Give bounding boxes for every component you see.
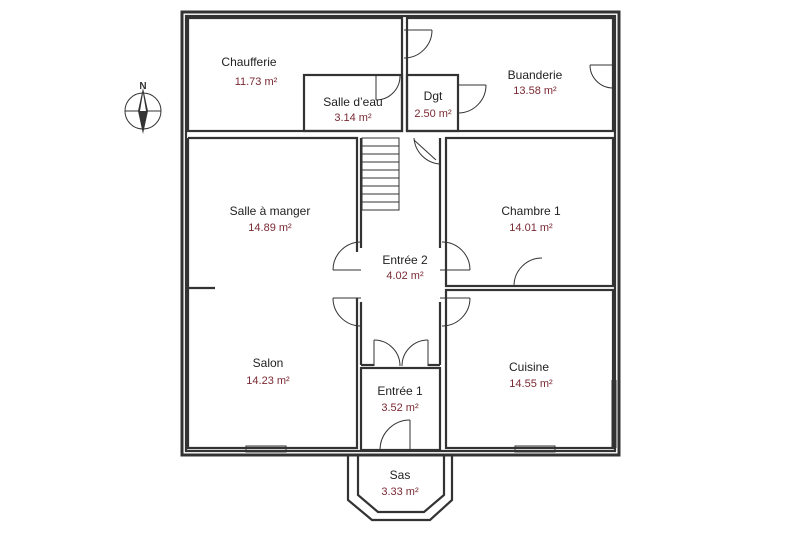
entree1-label: Entrée 1 xyxy=(377,384,423,398)
salon-area: 14.23 m² xyxy=(246,375,290,387)
buanderie-area: 13.58 m² xyxy=(513,85,557,97)
salle-manger-room xyxy=(186,136,359,450)
chambre1-area: 14.01 m² xyxy=(509,222,553,234)
sas-room xyxy=(346,455,454,522)
buanderie-label: Buanderie xyxy=(508,68,563,82)
windows xyxy=(245,380,617,453)
entree2-corridor xyxy=(359,138,442,367)
entree2-area: 4.02 m² xyxy=(386,270,424,282)
chaufferie-label: Chaufferie xyxy=(221,55,276,69)
entree2-label: Entrée 2 xyxy=(382,253,428,267)
room-labels: Chaufferie 11.73 m² Salle d’eau 3.14 m² … xyxy=(221,55,562,498)
sas-label: Sas xyxy=(390,468,411,482)
entree1-area: 3.52 m² xyxy=(381,402,419,414)
salle-eau-area: 3.14 m² xyxy=(334,112,372,124)
stairs xyxy=(361,137,400,211)
compass-icon: N xyxy=(124,81,162,134)
salle-manger-area: 14.89 m² xyxy=(248,222,292,234)
dgt-area: 2.50 m² xyxy=(414,108,452,120)
sas-area: 3.33 m² xyxy=(381,486,419,498)
cuisine-area: 14.55 m² xyxy=(509,378,553,390)
cuisine-room xyxy=(444,288,615,450)
chambre1-label: Chambre 1 xyxy=(501,204,561,218)
dgt-label: Dgt xyxy=(424,89,443,103)
cuisine-label: Cuisine xyxy=(509,360,549,374)
salon-label: Salon xyxy=(253,356,284,370)
doors xyxy=(332,29,614,451)
salle-eau-label: Salle d’eau xyxy=(323,95,382,109)
compass-north-label: N xyxy=(139,81,146,92)
chaufferie-area: 11.73 m² xyxy=(235,76,278,88)
buanderie-room xyxy=(405,16,615,133)
entree1-room xyxy=(359,366,442,452)
salle-eau-room xyxy=(302,73,404,133)
dgt-room xyxy=(405,73,460,133)
salle-manger-label: Salle à manger xyxy=(230,204,311,218)
